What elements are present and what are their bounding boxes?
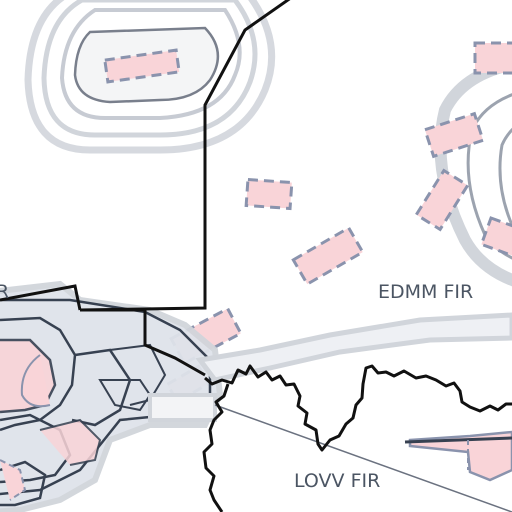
restricted-area	[423, 111, 485, 159]
airway-line	[214, 404, 512, 512]
restricted-area	[479, 216, 512, 260]
fir-label-lovv: LOVV FIR	[294, 470, 380, 492]
restricted-area	[414, 168, 470, 232]
restricted-area	[244, 177, 294, 211]
restricted-areas	[103, 41, 512, 404]
country-border-south	[202, 383, 230, 512]
restricted-area-southeast	[404, 430, 512, 482]
airspace-rings-east	[434, 58, 512, 287]
restricted-area	[291, 225, 365, 287]
restricted-area	[103, 48, 181, 84]
ctr-cluster-southwest	[0, 280, 224, 512]
fir-label-edmm: EDMM FIR	[378, 281, 473, 303]
restricted-area	[473, 41, 512, 75]
fir-label-edge: R	[0, 281, 9, 303]
fir-boundary-line	[0, 0, 291, 377]
country-border	[204, 364, 512, 452]
